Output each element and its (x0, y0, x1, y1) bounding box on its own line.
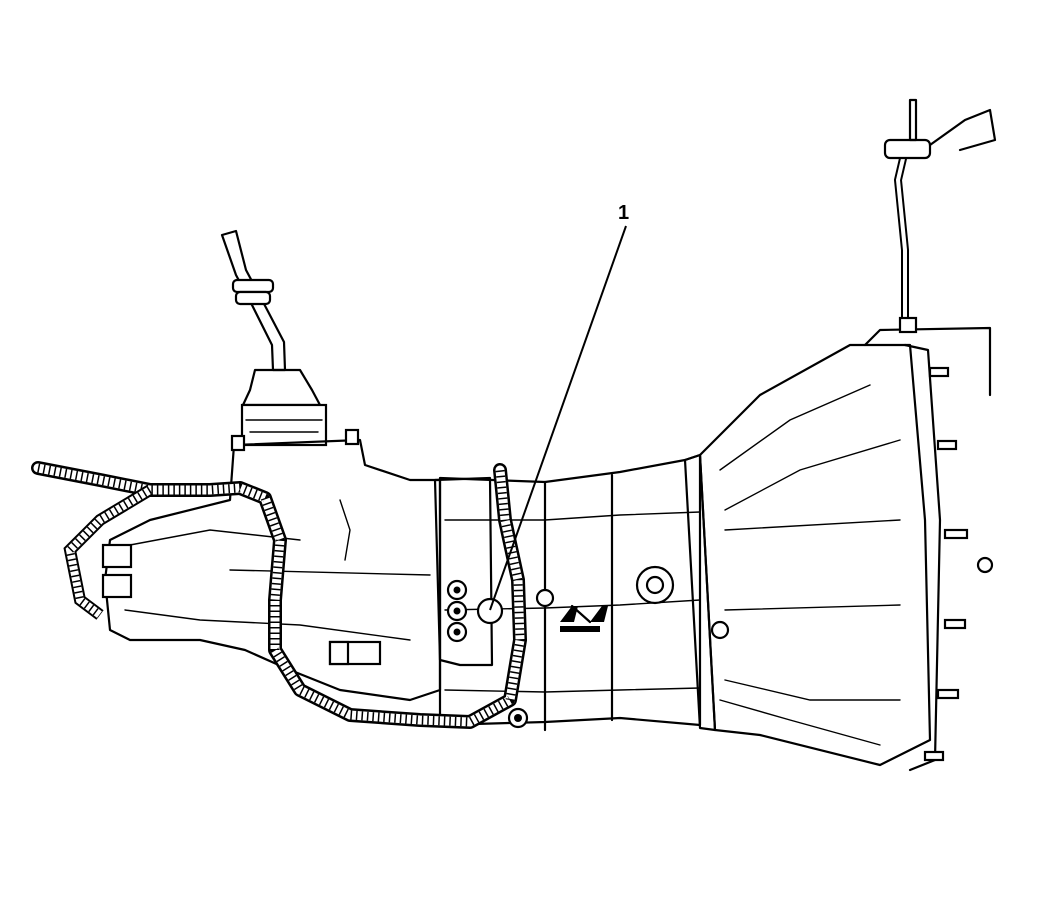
callout-1-leader (489, 225, 627, 611)
cover-plate (433, 476, 504, 667)
main-case (438, 453, 730, 732)
case-logo (560, 604, 608, 632)
extension-housing (103, 428, 442, 702)
shift-lever (220, 229, 328, 447)
callout-1-target (476, 597, 504, 625)
callout-label-1: 1 (618, 202, 630, 224)
wiring-harness (31, 98, 997, 729)
bell-housing (698, 326, 994, 772)
